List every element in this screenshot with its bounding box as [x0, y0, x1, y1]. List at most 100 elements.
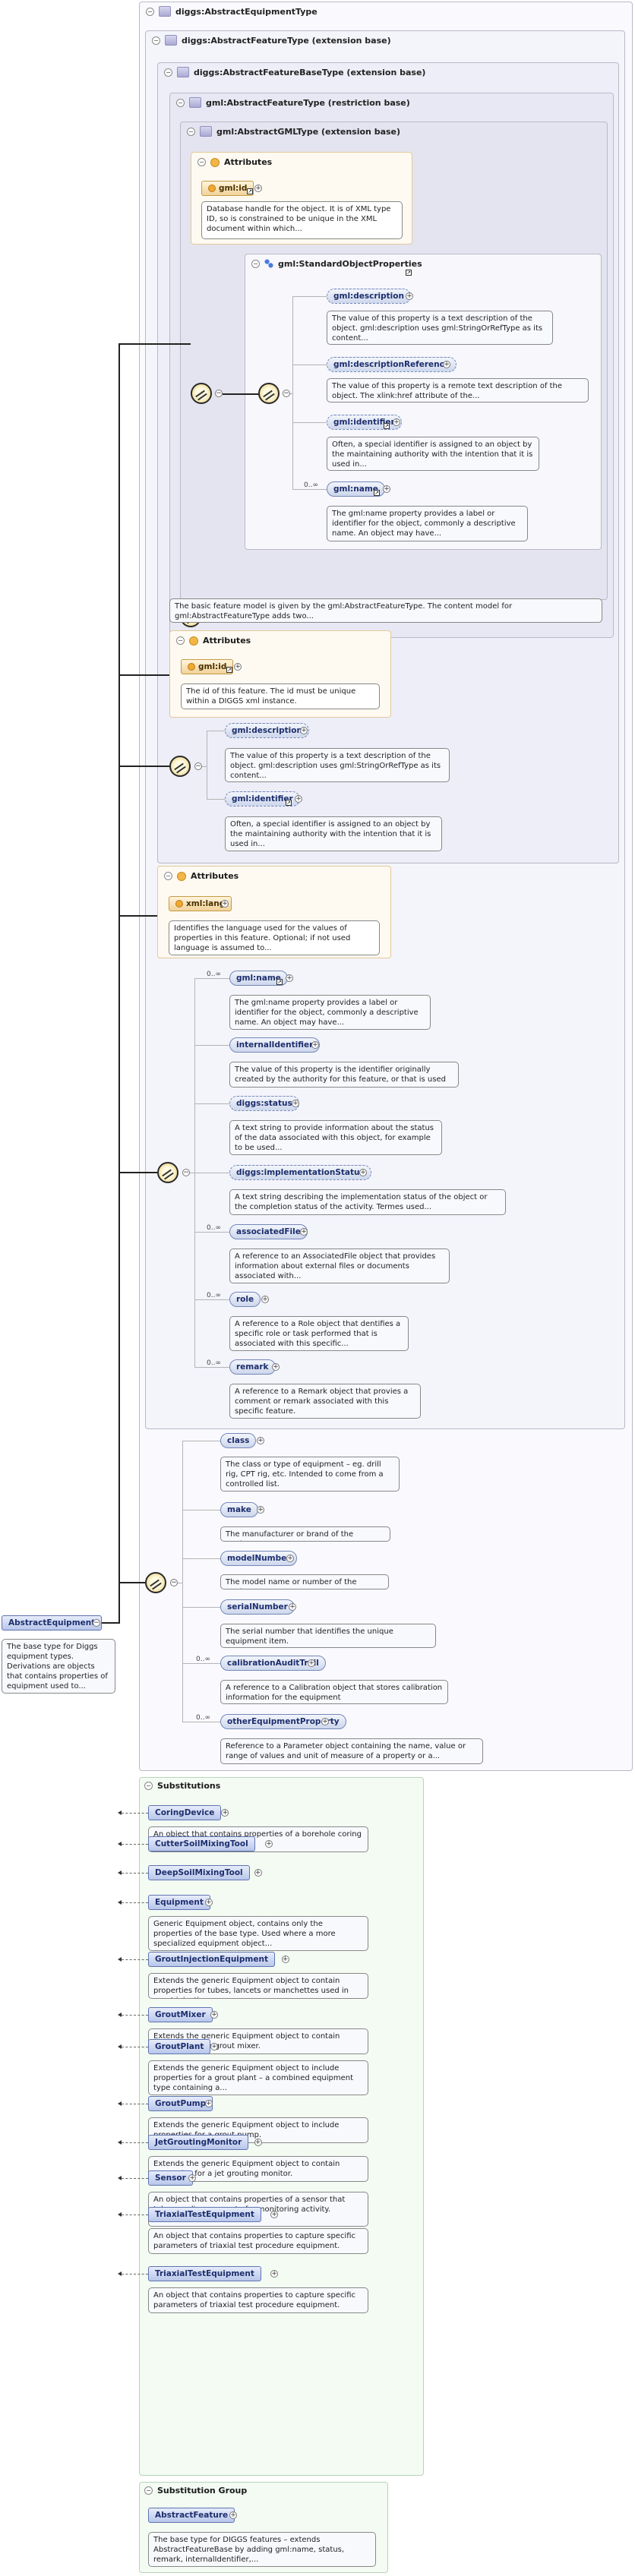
- gml-name-element[interactable]: gml:name: [327, 481, 385, 497]
- expand-icon[interactable]: +: [229, 2511, 237, 2519]
- expand-icon[interactable]: +: [406, 292, 413, 300]
- expand-icon[interactable]: +: [359, 1169, 367, 1176]
- abstract-equipment-root[interactable]: AbstractEquipment: [2, 1615, 103, 1631]
- remark-element[interactable]: remark: [229, 1359, 276, 1375]
- other-equipment-property-element[interactable]: otherEquipmentProperty: [220, 1714, 346, 1729]
- expand-icon[interactable]: +: [265, 1840, 273, 1848]
- expand-icon[interactable]: +: [257, 1506, 264, 1514]
- expand-icon[interactable]: +: [300, 727, 308, 734]
- substitution-element[interactable]: TriaxialTestEquipment: [148, 2207, 261, 2222]
- abstract-equipment-type-header[interactable]: −diggs:AbstractEquipmentType: [146, 5, 318, 18]
- serial-number-element[interactable]: serialNumber: [220, 1599, 295, 1615]
- attributes-header[interactable]: −Attributes: [164, 871, 239, 881]
- expand-icon[interactable]: +: [270, 2270, 279, 2278]
- expand-icon[interactable]: +: [286, 1555, 294, 1562]
- collapse-toggle-icon[interactable]: −: [251, 259, 260, 268]
- collapse-toggle-icon[interactable]: −: [164, 872, 172, 880]
- expand-icon[interactable]: +: [443, 361, 450, 368]
- gml-abstract-gml-type-header[interactable]: −gml:AbstractGMLType (extension base): [187, 125, 400, 138]
- expand-icon[interactable]: +: [188, 2174, 197, 2182]
- substitution-element[interactable]: TriaxialTestEquipment: [148, 2266, 261, 2281]
- calibration-audit-trail-element[interactable]: calibrationAuditTrail: [220, 1656, 326, 1671]
- collapse-toggle-icon[interactable]: −: [144, 2486, 153, 2495]
- collapse-toggle-icon[interactable]: −: [176, 98, 185, 107]
- substitutions-header[interactable]: −Substitutions: [144, 1781, 220, 1791]
- expand-icon[interactable]: +: [221, 1809, 229, 1817]
- class-element[interactable]: class: [220, 1433, 257, 1448]
- collapse-icon[interactable]: −: [93, 1619, 100, 1627]
- expand-icon[interactable]: +: [289, 1603, 296, 1611]
- gml-abstract-feature-type-header[interactable]: −gml:AbstractFeatureType (restriction ba…: [176, 96, 410, 109]
- expand-icon[interactable]: +: [308, 1659, 315, 1667]
- substitution-element[interactable]: Equipment: [148, 1895, 210, 1910]
- collapse-icon[interactable]: −: [215, 390, 223, 397]
- expand-icon[interactable]: +: [300, 1228, 308, 1236]
- expand-icon[interactable]: +: [254, 1869, 262, 1877]
- collapse-toggle-icon[interactable]: −: [164, 68, 172, 77]
- substitution-element[interactable]: GroutPlant: [148, 2039, 211, 2054]
- collapse-toggle-icon[interactable]: −: [146, 7, 154, 16]
- expand-icon[interactable]: +: [270, 2211, 279, 2218]
- expand-icon[interactable]: +: [257, 1437, 264, 1444]
- substitution-element[interactable]: GroutPump: [148, 2096, 213, 2111]
- substitution-element[interactable]: CutterSoilMixingTool: [148, 1836, 255, 1852]
- abstract-feature-type-header[interactable]: −diggs:AbstractFeatureType (extension ba…: [152, 33, 391, 47]
- expand-icon[interactable]: +: [254, 185, 262, 192]
- substitution-element[interactable]: CoringDevice: [148, 1805, 222, 1820]
- collapse-toggle-icon[interactable]: −: [176, 636, 185, 645]
- abstract-feature-base-type-header[interactable]: −diggs:AbstractFeatureBaseType (extensio…: [164, 65, 425, 79]
- collapse-icon[interactable]: −: [182, 1169, 190, 1176]
- substitution-arrow-icon: [118, 2271, 122, 2276]
- expand-icon[interactable]: +: [281, 1956, 289, 1963]
- substitution-element[interactable]: JetGroutingMonitor: [148, 2135, 249, 2150]
- collapse-toggle-icon[interactable]: −: [187, 127, 195, 136]
- base-gml-id-attribute[interactable]: gml:id: [181, 659, 234, 674]
- collapse-icon[interactable]: −: [283, 390, 290, 397]
- attributes-header[interactable]: −Attributes: [197, 157, 272, 167]
- substitution-element[interactable]: GroutMixer: [148, 2007, 213, 2022]
- internal-identifier-element[interactable]: internalIdentifier: [229, 1037, 321, 1053]
- base-gml-identifier-element[interactable]: gml:identifier: [225, 791, 300, 807]
- expand-icon[interactable]: +: [210, 2011, 218, 2019]
- substitution-group-header[interactable]: −Substitution Group: [144, 2486, 247, 2496]
- expand-icon[interactable]: +: [234, 663, 242, 671]
- feature-gml-name-element[interactable]: gml:name: [229, 971, 288, 986]
- substitution-element[interactable]: DeepSoilMixingTool: [148, 1865, 250, 1880]
- collapse-icon[interactable]: −: [194, 762, 202, 770]
- collapse-toggle-icon[interactable]: −: [197, 158, 206, 166]
- expand-icon[interactable]: +: [286, 974, 293, 982]
- expand-icon[interactable]: +: [261, 1296, 269, 1303]
- abstract-feature-element[interactable]: AbstractFeature: [148, 2508, 235, 2523]
- expand-icon[interactable]: +: [210, 2043, 218, 2050]
- diggs-status-element[interactable]: diggs:status: [229, 1096, 299, 1111]
- expand-icon[interactable]: +: [292, 1100, 299, 1107]
- collapse-toggle-icon[interactable]: −: [152, 36, 160, 45]
- collapse-toggle-icon[interactable]: −: [144, 1782, 153, 1790]
- substitution-element[interactable]: GroutInjectionEquipment: [148, 1952, 275, 1967]
- expand-icon[interactable]: +: [221, 900, 229, 908]
- expand-icon[interactable]: +: [393, 418, 400, 426]
- model-number-element[interactable]: modelNumber: [220, 1551, 298, 1566]
- role-element[interactable]: role: [229, 1292, 261, 1307]
- diggs-implementation-status-element[interactable]: diggs:implementationStatus: [229, 1165, 371, 1180]
- expand-icon[interactable]: +: [321, 1718, 329, 1725]
- expand-icon[interactable]: +: [272, 1363, 280, 1371]
- collapse-icon[interactable]: −: [170, 1579, 178, 1586]
- gml-identifier-element[interactable]: gml:identifier: [327, 415, 402, 430]
- expand-icon[interactable]: +: [295, 795, 302, 803]
- standard-object-properties-header[interactable]: −gml:StandardObjectProperties: [251, 257, 422, 270]
- associated-file-element[interactable]: associatedFile: [229, 1224, 308, 1239]
- expand-icon[interactable]: +: [254, 2139, 262, 2146]
- expand-icon[interactable]: +: [383, 485, 390, 493]
- base-gml-description-element[interactable]: gml:description: [225, 723, 309, 738]
- gml-id-attribute[interactable]: gml:id: [201, 181, 254, 196]
- expand-icon[interactable]: +: [204, 1899, 213, 1906]
- gml-description-element[interactable]: gml:description: [327, 289, 411, 304]
- gml-description-reference-element[interactable]: gml:descriptionReference: [327, 357, 457, 372]
- make-element[interactable]: make: [220, 1502, 258, 1517]
- expand-icon[interactable]: +: [204, 2100, 213, 2107]
- substitution-element[interactable]: Sensor: [148, 2170, 193, 2186]
- expand-icon[interactable]: +: [311, 1041, 319, 1049]
- attributes-header[interactable]: −Attributes: [176, 636, 251, 646]
- xml-lang-attribute[interactable]: xml:lang: [169, 896, 232, 911]
